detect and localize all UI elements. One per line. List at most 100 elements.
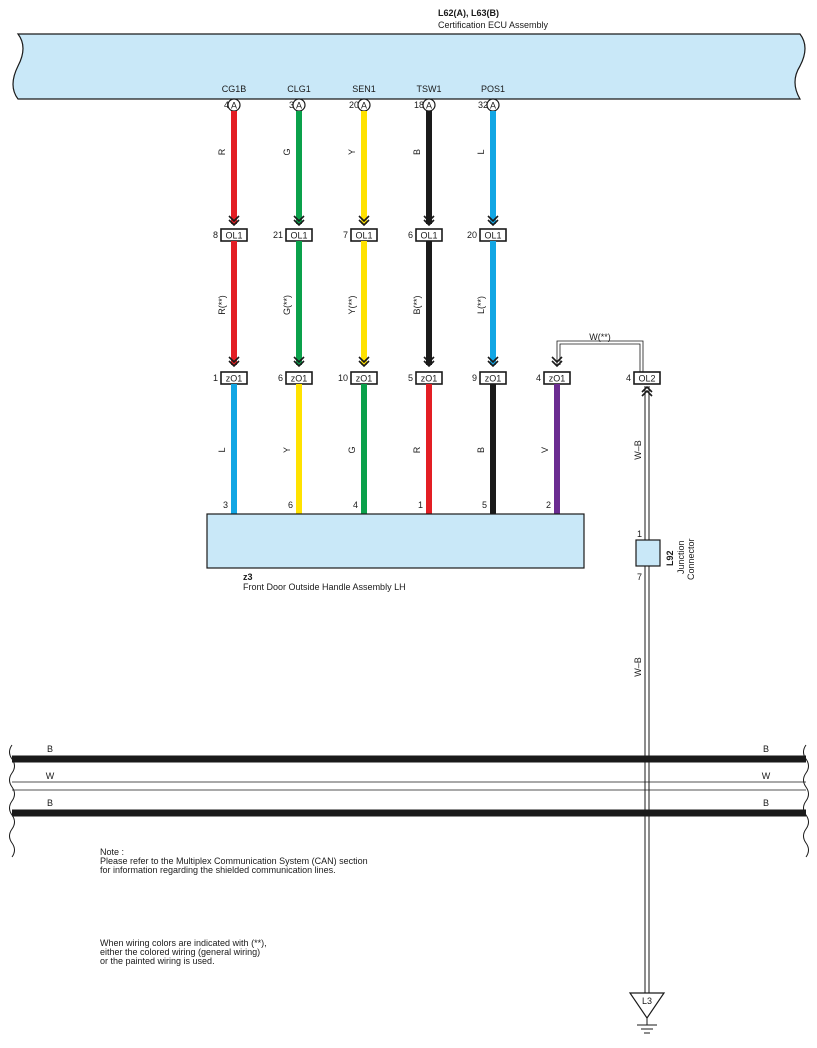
wire-bottom-2 — [361, 384, 367, 514]
connector-badge-label-4: A — [490, 101, 496, 111]
handle-pin-4: 5 — [482, 500, 487, 510]
ecu-pin-4: 32 — [478, 100, 488, 110]
ol1-arrow-2-stroke-0 — [358, 215, 370, 223]
wire-mid-4 — [490, 241, 496, 365]
handle-pin-0: 3 — [223, 500, 228, 510]
zo1-connector-1-label: zO1 — [291, 374, 308, 384]
wire-bottom-label-4: B — [476, 447, 486, 453]
shield-label-left-1: W — [46, 771, 55, 781]
wb-label-lower: W–B — [633, 657, 643, 677]
gnd-zo1-arrow-stroke-0 — [551, 356, 563, 364]
shield-label-right-1: W — [762, 771, 771, 781]
wire-top-label-2: Y — [347, 149, 357, 155]
shield-bar-0 — [12, 755, 806, 763]
wire-mid-3 — [426, 241, 432, 365]
zo1-arrow-3 — [423, 356, 435, 368]
shield-label-right-2: B — [763, 798, 769, 808]
junction-code: L92 — [665, 550, 675, 566]
connector-badge-label-2: A — [361, 101, 367, 111]
ol2-arrow-stroke-1 — [641, 389, 653, 397]
ground-label: L3 — [642, 996, 652, 1006]
colors-note-line-2: either the colored wiring (general wirin… — [100, 947, 260, 957]
zo1-arrow-1-stroke-0 — [293, 356, 305, 364]
wb-label-upper: W–B — [633, 440, 643, 460]
shield-label-right-0: B — [763, 744, 769, 754]
ol1-connector-4-label: OL1 — [484, 231, 501, 241]
wire-top-2 — [361, 111, 367, 224]
wire-top-3 — [426, 111, 432, 224]
gnd-zo1-connector-label: zO1 — [549, 374, 566, 384]
note-line-1: Please refer to the Multiplex Communicat… — [100, 856, 368, 866]
zo1-arrow-1-stroke-1 — [293, 360, 305, 368]
ecu-terminal-2: SEN1 — [352, 84, 376, 94]
ol1-arrow-4-stroke-1 — [487, 219, 499, 227]
zo1-arrow-2-stroke-1 — [358, 360, 370, 368]
ol1-pin-2: 7 — [343, 230, 348, 240]
ol1-connector-3-label: OL1 — [420, 231, 437, 241]
zo1-arrow-3-stroke-0 — [423, 356, 435, 364]
wire-top-label-1: G — [282, 148, 292, 155]
ol1-pin-4: 20 — [467, 230, 477, 240]
ecu-pin-3: 18 — [414, 100, 424, 110]
shield-break-0 — [9, 744, 15, 858]
ol1-pin-0: 8 — [213, 230, 218, 240]
zo1-pin-0: 1 — [213, 373, 218, 383]
wire-mid-label-1: G(**) — [282, 295, 292, 315]
shield-break-1 — [803, 744, 809, 858]
wire-top-label-3: B — [412, 149, 422, 155]
colors-note-line-3: or the painted wiring is used. — [100, 956, 215, 966]
handle-body — [206, 513, 585, 569]
wire-bottom-3 — [426, 384, 432, 514]
wire-top-1 — [296, 111, 302, 224]
ol1-pin-3: 6 — [408, 230, 413, 240]
zo1-connector-3-label: zO1 — [421, 374, 438, 384]
ol1-arrow-1-stroke-1 — [293, 219, 305, 227]
wire-group: CG1B4AROL18R(**)zO11L3ANT2CLG13AGOL121G(… — [213, 84, 507, 527]
handle-assembly: z3 Front Door Outside Handle Assembly LH — [206, 513, 585, 592]
ecu-terminal-1: CLG1 — [287, 84, 311, 94]
wire-mid-0 — [231, 241, 237, 365]
ol1-arrow-0-stroke-1 — [228, 219, 240, 227]
junction-connector: 1 7 L92 Junction Connector — [635, 529, 696, 582]
connector-badge-label-1: A — [296, 101, 302, 111]
ol2-pin: 4 — [626, 373, 631, 383]
ol1-connector-2-label: OL1 — [355, 231, 372, 241]
notes: Note : Please refer to the Multiplex Com… — [100, 847, 368, 966]
junction-name-1: Junction — [676, 540, 686, 574]
gnd-zo1-arrow — [551, 356, 563, 368]
wire-top-label-4: L — [476, 149, 486, 154]
ol1-pin-1: 21 — [273, 230, 283, 240]
wire-mid-label-0: R(**) — [217, 295, 227, 315]
junction-body — [635, 539, 661, 567]
ol1-connector-0-label: OL1 — [225, 231, 242, 241]
zo1-arrow-4-stroke-0 — [487, 356, 499, 364]
junction-name-2: Connector — [686, 538, 696, 580]
ol1-arrow-0 — [228, 215, 240, 227]
ecu-terminal-0: CG1B — [222, 84, 247, 94]
wire-mid-label-4: L(**) — [476, 296, 486, 314]
connector-badge-label-3: A — [426, 101, 432, 111]
ecu-pin-0: 4 — [224, 100, 229, 110]
zo1-arrow-0-stroke-0 — [228, 356, 240, 364]
ol2-connector-box — [633, 371, 661, 385]
handle-pin-3: 1 — [418, 500, 423, 510]
ol2-arrow-stroke-0 — [641, 385, 653, 393]
zo1-arrow-4 — [487, 356, 499, 368]
wire-mid-2 — [361, 241, 367, 365]
jumper-inner — [559, 343, 641, 372]
gnd-handle-pin: 2 — [546, 500, 551, 510]
ecu-assembly: L62(A), L63(B) Certification ECU Assembl… — [12, 8, 806, 100]
jumper-outer — [556, 340, 644, 372]
zo1-arrow-3-stroke-1 — [423, 360, 435, 368]
zo1-arrow-2 — [358, 356, 370, 368]
ground-branch: W(**)zO14V2GNDOL24W–BW–B — [536, 332, 661, 993]
zo1-connector-4-label: zO1 — [485, 374, 502, 384]
